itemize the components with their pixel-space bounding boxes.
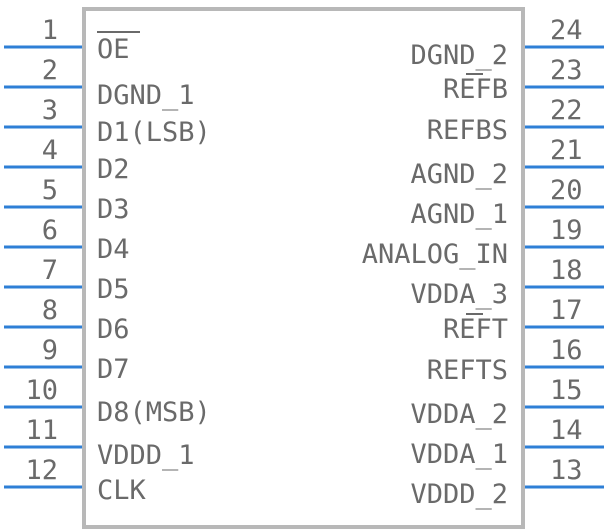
pin-number: 15 bbox=[550, 375, 583, 406]
pin-name: ANALOG_IN bbox=[362, 239, 508, 270]
left-pin-numbers: 1 2 3 4 5 6 7 8 9 10 11 12 bbox=[25, 15, 58, 486]
pin-number: 1 bbox=[42, 15, 58, 46]
pin-number: 3 bbox=[42, 95, 58, 126]
left-pin-names: OE DGND_1 D1(LSB) D2 D3 D4 D5 D6 D7 D8(M… bbox=[97, 34, 211, 506]
pin-name: REFT bbox=[443, 314, 508, 345]
pin-name: D4 bbox=[97, 234, 130, 265]
pin-number: 23 bbox=[550, 55, 583, 86]
pin-name: VDDA_2 bbox=[410, 399, 508, 430]
pin-number: 7 bbox=[42, 255, 58, 286]
pin-number: 19 bbox=[550, 215, 583, 246]
pin-number: 24 bbox=[550, 15, 583, 46]
pin-name: D5 bbox=[97, 274, 130, 305]
pin-lines bbox=[4, 45, 604, 489]
pin-name: REFBS bbox=[427, 115, 508, 146]
pin-number: 17 bbox=[550, 295, 583, 326]
ic-body bbox=[82, 7, 525, 529]
pin-number: 12 bbox=[25, 455, 58, 486]
pin-name: REFTS bbox=[427, 355, 508, 386]
pin-number: 13 bbox=[550, 455, 583, 486]
pin-name: D1(LSB) bbox=[97, 117, 211, 148]
pin-name: AGND_2 bbox=[410, 159, 508, 190]
pin-name: D7 bbox=[97, 354, 130, 385]
pin-name: VDDA_3 bbox=[410, 279, 508, 310]
pin-name: VDDD_2 bbox=[410, 479, 508, 510]
pin-number: 10 bbox=[25, 375, 58, 406]
pin-number: 11 bbox=[25, 415, 58, 446]
pin-name: VDDD_1 bbox=[97, 440, 195, 471]
pin-number: 2 bbox=[42, 55, 58, 86]
pin-number: 5 bbox=[42, 175, 58, 206]
pin-number: 21 bbox=[550, 135, 583, 166]
pin-name: D6 bbox=[97, 314, 130, 345]
pin-name: VDDA_1 bbox=[410, 439, 508, 470]
pin-name: DGND_1 bbox=[97, 80, 195, 111]
pin-name: OE bbox=[97, 34, 130, 65]
pin-number: 14 bbox=[550, 415, 583, 446]
pin-name: D3 bbox=[97, 194, 130, 225]
pin-name: D8(MSB) bbox=[97, 397, 211, 428]
active-low-bars bbox=[97, 31, 483, 315]
pin-number: 22 bbox=[550, 95, 583, 126]
pin-number: 4 bbox=[42, 135, 58, 166]
right-pin-numbers: 24 23 22 21 20 19 18 17 16 15 14 13 bbox=[550, 15, 583, 486]
pin-number: 18 bbox=[550, 255, 583, 286]
pin-name: D2 bbox=[97, 154, 130, 185]
pin-number: 8 bbox=[42, 295, 58, 326]
pin-name: DGND_2 bbox=[410, 40, 508, 71]
pin-number: 20 bbox=[550, 175, 583, 206]
pin-name: AGND_1 bbox=[410, 199, 508, 230]
pin-number: 16 bbox=[550, 335, 583, 366]
right-pin-names: DGND_2 REFB REFBS AGND_2 AGND_1 ANALOG_I… bbox=[362, 40, 508, 510]
pin-number: 9 bbox=[42, 335, 58, 366]
pin-number: 6 bbox=[42, 215, 58, 246]
pin-name: REFB bbox=[443, 74, 508, 105]
pin-name: CLK bbox=[97, 475, 147, 506]
